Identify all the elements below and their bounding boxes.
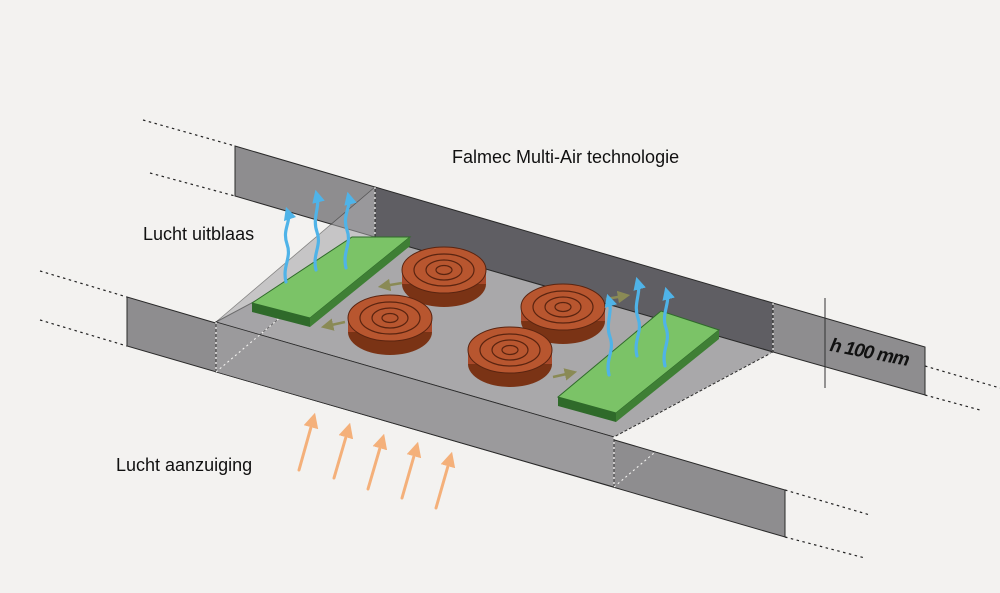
motor-bottom-right	[467, 326, 553, 387]
air-intake-label: Lucht aanzuiging	[116, 455, 253, 475]
worktop-extension-lines	[39, 119, 1000, 559]
outlet-arrows-right	[604, 276, 675, 377]
motor-top-right	[520, 283, 606, 344]
intake-arrow-icon	[366, 433, 388, 491]
intake-arrow-icon	[434, 451, 456, 510]
intake-arrows	[297, 412, 456, 510]
motor-bottom-left	[347, 294, 433, 355]
intake-arrow-icon	[332, 422, 354, 480]
filter-left	[250, 236, 412, 327]
hidden-edges	[215, 187, 774, 488]
outlet-arrow-icon	[633, 276, 646, 358]
outlet-arrow-icon	[343, 191, 357, 270]
diagram-title: Falmec Multi-Air technologie	[452, 147, 680, 167]
motor-top-left	[401, 246, 487, 307]
intake-arrow-icon	[297, 412, 319, 472]
outlet-arrow-icon	[283, 206, 297, 284]
back-worktop-right	[772, 302, 926, 396]
outlet-arrow-icon	[604, 293, 617, 377]
intake-arrow-icon	[400, 441, 422, 500]
outlet-arrow-icon	[662, 286, 675, 368]
outlet-arrow-icon	[312, 189, 325, 272]
air-outlet-label: Lucht uitblaas	[143, 224, 255, 244]
outlet-arrows-left	[283, 189, 357, 284]
filter-right	[556, 310, 721, 422]
